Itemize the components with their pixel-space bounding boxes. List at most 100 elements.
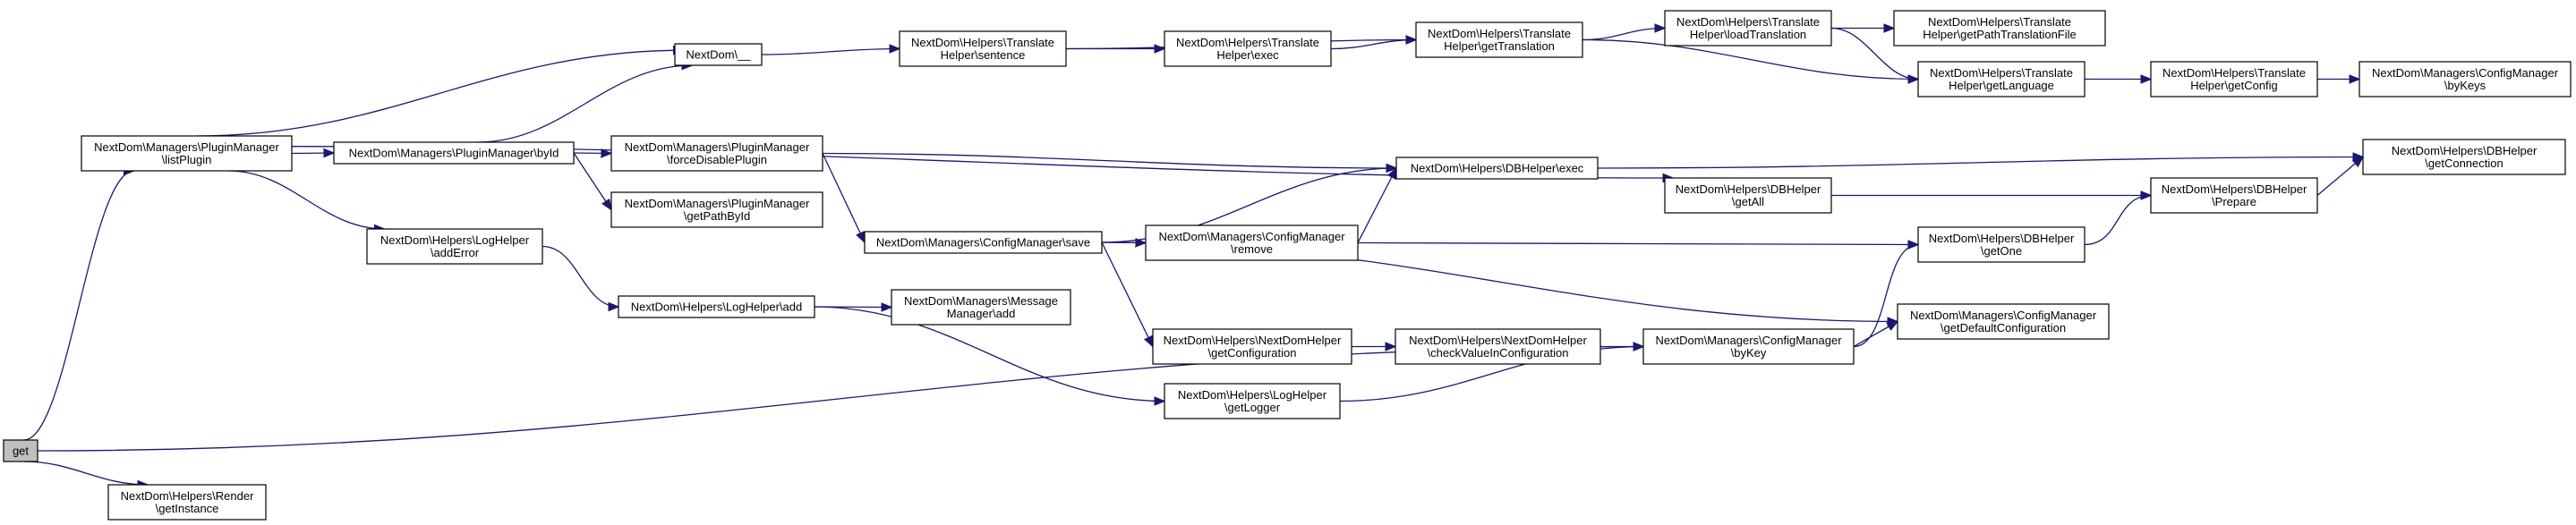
edge-arrow bbox=[1330, 40, 1416, 50]
node-box bbox=[2358, 61, 2572, 97]
node-box bbox=[2362, 139, 2566, 175]
node-nextdom-underscore[interactable]: NextDom\__ bbox=[674, 43, 763, 66]
edge-th-loadtranslation-to-th-getlanguage bbox=[1830, 27, 1918, 80]
node-render-getinstance[interactable]: NextDom\Helpers\Render\getInstance bbox=[107, 484, 267, 521]
node-box bbox=[366, 228, 543, 265]
node-label: NextDom\Managers\PluginManager bbox=[625, 197, 810, 210]
node-box bbox=[1897, 303, 2110, 340]
node-ndh-checkvalue[interactable]: NextDom\Helpers\NextDomHelper\checkValue… bbox=[1395, 328, 1601, 365]
node-box bbox=[1664, 10, 1832, 47]
node-box bbox=[3, 439, 38, 462]
node-label: NextDom\__ bbox=[686, 48, 751, 62]
node-box bbox=[618, 295, 815, 318]
node-label: \forceDisablePlugin bbox=[667, 153, 767, 166]
node-label: NextDom\Helpers\NextDomHelper bbox=[1409, 334, 1587, 347]
node-loghelper-adderror[interactable]: NextDom\Helpers\LogHelper\addError bbox=[366, 228, 543, 265]
edge-arrow bbox=[197, 50, 683, 137]
edge-arrow bbox=[1582, 29, 1665, 41]
node-box bbox=[1917, 226, 2086, 263]
node-dbh-exec[interactable]: NextDom\Helpers\DBHelper\exec bbox=[1395, 157, 1599, 180]
node-cm-bykeys[interactable]: NextDom\Managers\ConfigManager\byKeys bbox=[2358, 61, 2572, 97]
node-pm-byid[interactable]: NextDom\Managers\PluginManager\byId bbox=[333, 141, 575, 165]
node-dbh-prepare[interactable]: NextDom\Helpers\DBHelper\Prepare bbox=[2150, 177, 2318, 214]
edge-arrow bbox=[1597, 157, 2363, 169]
node-cm-getdefaultconfiguration[interactable]: NextDom\Managers\ConfigManager\getDefaul… bbox=[1897, 303, 2110, 340]
edge-nextdom-underscore-to-th-sentence bbox=[761, 49, 900, 55]
node-dbh-getone[interactable]: NextDom\Helpers\DBHelper\getOne bbox=[1917, 226, 2086, 263]
node-th-loadtranslation[interactable]: NextDom\Helpers\TranslateHelper\loadTran… bbox=[1664, 10, 1832, 47]
edge-pm-byid-to-pm-getpathbyid bbox=[573, 152, 611, 210]
edge-pm-byid-to-nextdom-underscore bbox=[477, 65, 693, 143]
edge-pm-byid-to-pm-forcedisable bbox=[573, 153, 611, 154]
node-pm-forcedisable[interactable]: NextDom\Managers\PluginManager\forceDisa… bbox=[610, 135, 823, 172]
node-label: NextDom\Helpers\DBHelper\exec bbox=[1411, 162, 1584, 175]
node-label: Manager\add bbox=[947, 307, 1016, 320]
node-th-gettranslation[interactable]: NextDom\Helpers\TranslateHelper\getTrans… bbox=[1415, 21, 1583, 58]
node-label: NextDom\Managers\PluginManager\byId bbox=[349, 147, 559, 160]
node-label: NextDom\Helpers\DBHelper bbox=[1676, 182, 1821, 196]
node-label: \getInstance bbox=[156, 502, 219, 515]
edge-arrow bbox=[1357, 243, 1918, 245]
node-cm-bykey[interactable]: NextDom\Managers\ConfigManager\byKey bbox=[1642, 328, 1855, 365]
node-label: \listPlugin bbox=[162, 153, 212, 166]
node-label: NextDom\Helpers\Render bbox=[121, 489, 255, 503]
node-dbh-getall[interactable]: NextDom\Helpers\DBHelper\getAll bbox=[1664, 177, 1832, 214]
node-label: NextDom\Helpers\LogHelper bbox=[1178, 388, 1327, 402]
edge-arrow bbox=[573, 153, 611, 154]
node-label: NextDom\Helpers\Translate bbox=[1176, 36, 1319, 49]
edge-pm-listplugin-to-loghelper-adderror bbox=[228, 170, 385, 229]
node-label: \getConfiguration bbox=[1207, 346, 1296, 360]
edge-pm-listplugin-to-pm-byid bbox=[291, 153, 334, 154]
node-dbh-getconnection[interactable]: NextDom\Helpers\DBHelper\getConnection bbox=[2362, 139, 2566, 175]
edge-arrow bbox=[2316, 157, 2363, 196]
node-label: \checkValueInConfiguration bbox=[1427, 346, 1568, 360]
node-label: NextDom\Helpers\DBHelper bbox=[2392, 144, 2538, 157]
node-box bbox=[333, 141, 575, 165]
node-label: NextDom\Helpers\Translate bbox=[1930, 66, 2073, 80]
edge-arrow bbox=[23, 171, 134, 441]
node-label: NextDom\Managers\PluginManager bbox=[94, 140, 279, 154]
node-box bbox=[674, 43, 763, 66]
node-pm-listplugin[interactable]: NextDom\Managers\PluginManager\listPlugi… bbox=[81, 135, 293, 172]
edge-arrow bbox=[2084, 196, 2151, 246]
edge-th-gettranslation-to-th-loadtranslation bbox=[1582, 29, 1665, 41]
node-label: NextDom\Helpers\Translate bbox=[1676, 15, 1820, 29]
node-box bbox=[1152, 328, 1352, 365]
edge-arrow bbox=[573, 152, 611, 210]
node-box bbox=[1164, 383, 1341, 419]
node-label: get bbox=[13, 445, 29, 458]
edge-arrow bbox=[822, 152, 1396, 169]
node-label: NextDom\Helpers\NextDomHelper bbox=[1164, 334, 1342, 347]
edge-loghelper-adderror-to-loghelper-add bbox=[542, 245, 618, 308]
edge-cm-bykey-to-dbh-getone bbox=[1853, 245, 1918, 348]
node-loghelper-add[interactable]: NextDom\Helpers\LogHelper\add bbox=[618, 295, 815, 318]
edge-dbh-getone-to-dbh-prepare bbox=[2084, 196, 2151, 246]
node-cm-save[interactable]: NextDom\Managers\ConfigManager\save bbox=[864, 231, 1103, 254]
node-box bbox=[1893, 10, 2106, 47]
node-th-getpathtranslationfile[interactable]: NextDom\Helpers\TranslateHelper\getPathT… bbox=[1893, 10, 2106, 47]
node-label: \getConnection bbox=[2425, 157, 2503, 170]
node-pm-getpathbyid[interactable]: NextDom\Managers\PluginManager\getPathBy… bbox=[610, 191, 823, 228]
node-label: \getLogger bbox=[1224, 401, 1281, 414]
node-cm-remove[interactable]: NextDom\Managers\ConfigManager\remove bbox=[1145, 224, 1359, 261]
node-th-getlanguage[interactable]: NextDom\Helpers\TranslateHelper\getLangu… bbox=[1917, 61, 2086, 97]
node-label: Helper\getLanguage bbox=[1949, 79, 2054, 92]
node-get[interactable]: get bbox=[3, 439, 38, 462]
node-box bbox=[610, 191, 823, 228]
node-loghelper-getlogger[interactable]: NextDom\Helpers\LogHelper\getLogger bbox=[1164, 383, 1341, 419]
edge-pm-forcedisable-to-cm-save bbox=[822, 153, 865, 243]
node-ndh-getconfiguration[interactable]: NextDom\Helpers\NextDomHelper\getConfigu… bbox=[1152, 328, 1352, 365]
node-box bbox=[899, 30, 1067, 67]
edge-get-to-cm-bykey bbox=[37, 347, 1643, 452]
node-label: NextDom\Helpers\Translate bbox=[2162, 66, 2306, 80]
node-th-getconfig[interactable]: NextDom\Helpers\TranslateHelper\getConfi… bbox=[2150, 61, 2318, 97]
node-label: \getPathById bbox=[684, 209, 750, 223]
node-box bbox=[1164, 30, 1332, 67]
node-label: Helper\getTranslation bbox=[1444, 39, 1555, 53]
edge-get-to-render-getinstance bbox=[23, 461, 148, 485]
edge-arrow bbox=[477, 65, 693, 143]
